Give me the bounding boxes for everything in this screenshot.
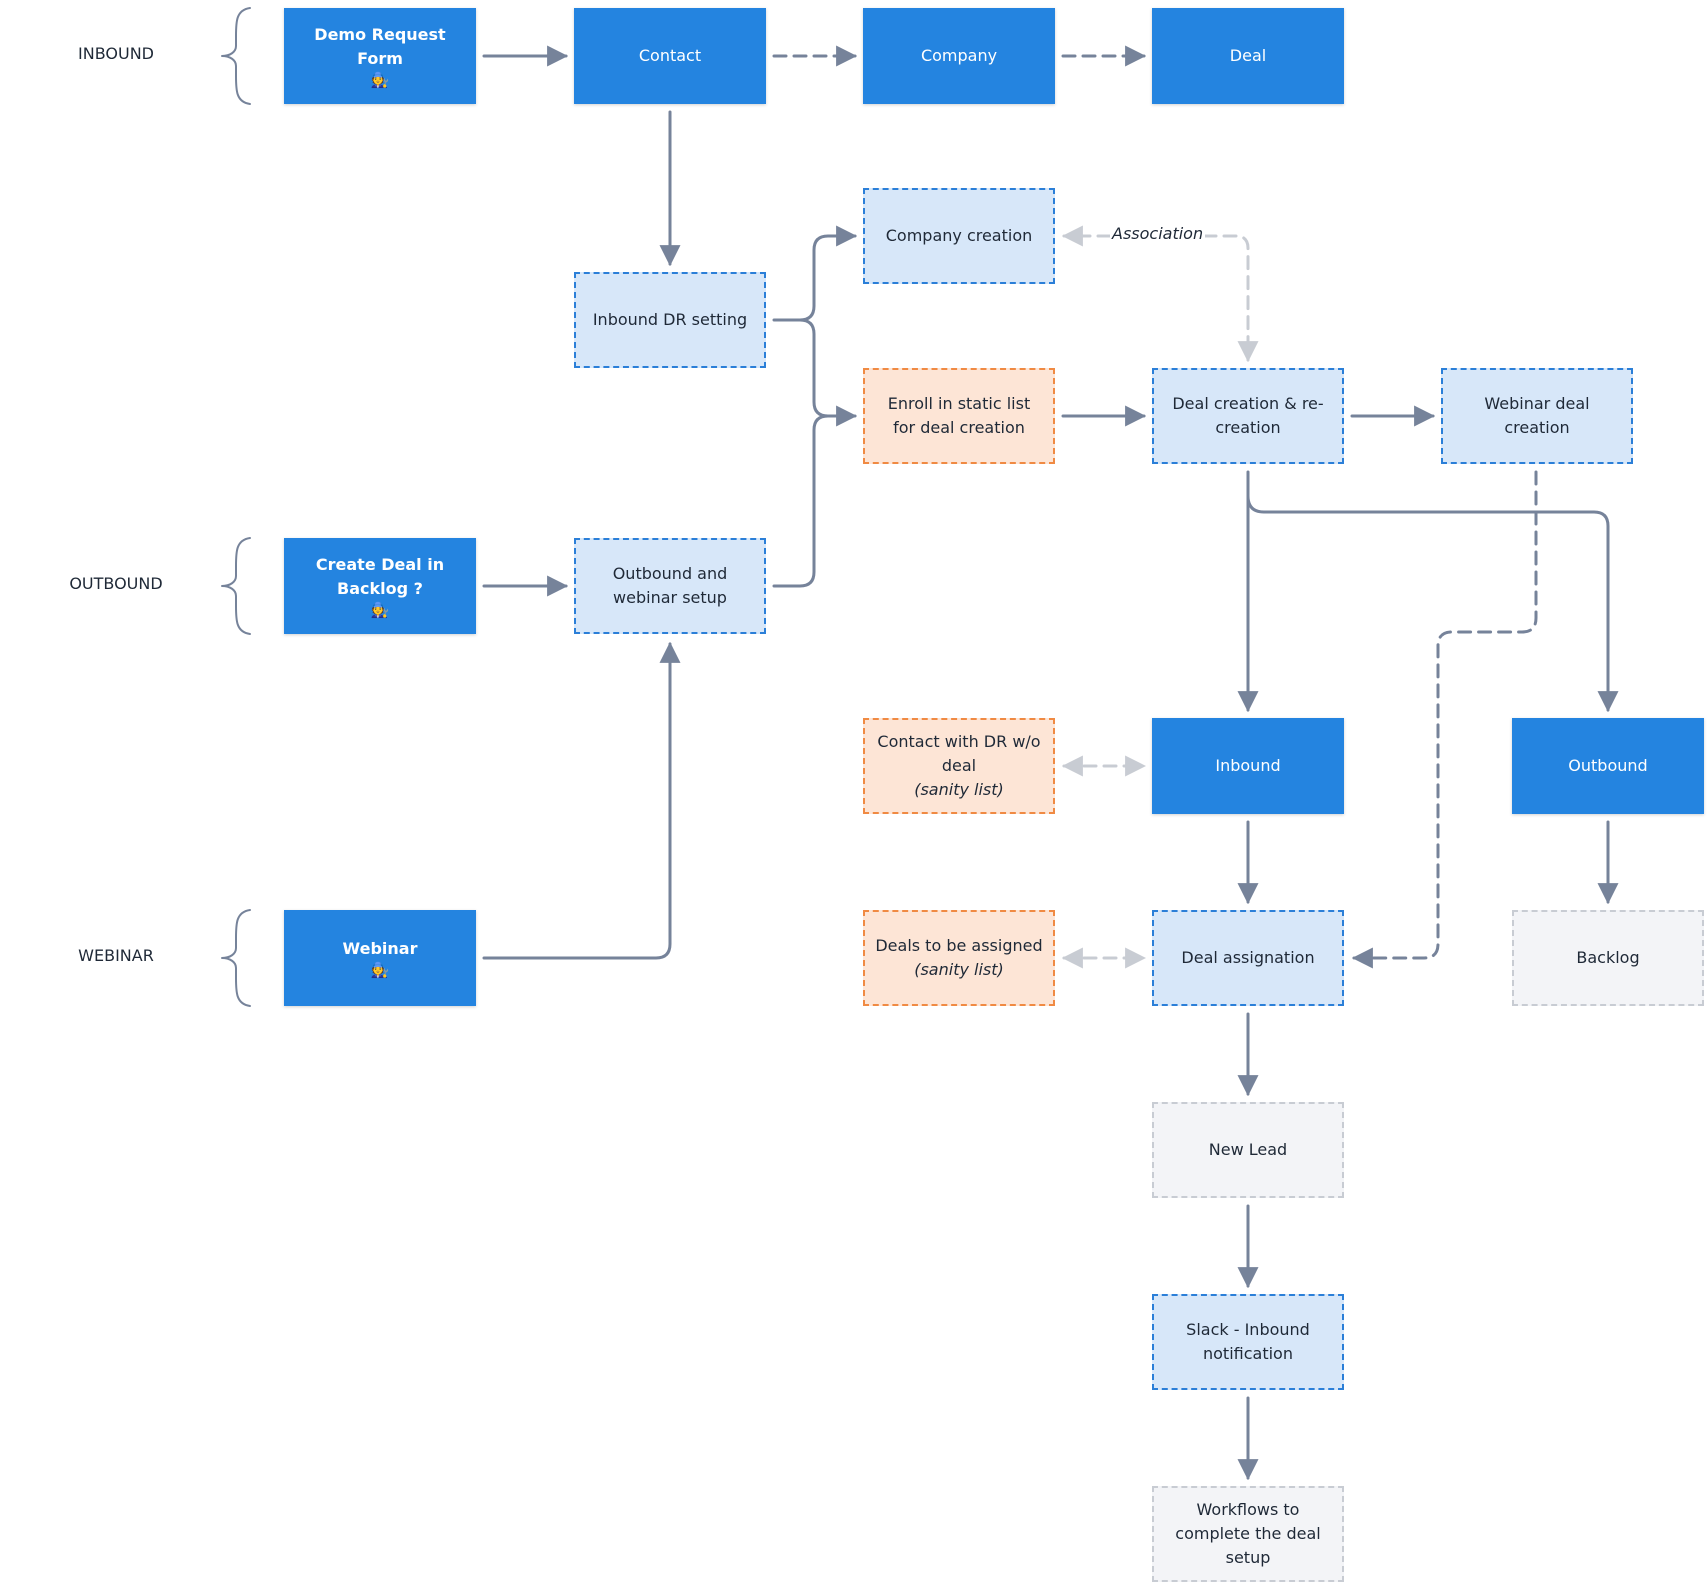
create-deal-backlog-label: Create Deal in Backlog ? xyxy=(315,555,445,598)
deal-creation-node[interactable]: Deal creation & re-creation xyxy=(1152,368,1344,464)
webinar-brace xyxy=(221,909,251,1007)
outbound-brace xyxy=(221,537,251,635)
demo-request-form-node[interactable]: Demo Request Form 🧑‍🔧 xyxy=(284,8,476,104)
edge-inbound-dr-to-enroll xyxy=(798,318,858,427)
company-creation-node[interactable]: Company creation xyxy=(863,188,1055,284)
edge-webinar-deal-to-assignation xyxy=(1351,470,1538,969)
worker-icon: 🧑‍🔧 xyxy=(370,601,390,619)
slack-notification-label: Slack - Inbound notification xyxy=(1186,1320,1310,1363)
section-label-webinar: WEBINAR xyxy=(78,946,154,965)
sanity-list-note: (sanity list) xyxy=(914,780,1004,799)
deal-creation-label: Deal creation & re-creation xyxy=(1172,394,1324,437)
outbound-webinar-setup-node[interactable]: Outbound and webinar setup xyxy=(574,538,766,634)
slack-notification-node[interactable]: Slack - Inbound notification xyxy=(1152,1294,1344,1390)
workflows-node[interactable]: Workflows to complete the deal setup xyxy=(1152,1486,1344,1582)
inbound-label: Inbound xyxy=(1215,756,1281,775)
inbound-brace xyxy=(221,7,251,105)
worker-icon: 🧑‍🔧 xyxy=(370,71,390,89)
webinar-deal-creation-node[interactable]: Webinar deal creation xyxy=(1441,368,1633,464)
webinar-node[interactable]: Webinar 🧑‍🔧 xyxy=(284,910,476,1006)
edge-outbound-setup-to-enroll xyxy=(772,414,830,588)
inbound-dr-setting-node[interactable]: Inbound DR setting xyxy=(574,272,766,368)
demo-request-form-label: Demo Request Form xyxy=(314,25,446,68)
enroll-static-list-label: Enroll in static list for deal creation xyxy=(887,394,1031,437)
deals-to-be-assigned-label: Deals to be assigned xyxy=(875,936,1043,955)
enroll-static-list-node[interactable]: Enroll in static list for deal creation xyxy=(863,368,1055,464)
backlog-node[interactable]: Backlog xyxy=(1512,910,1704,1006)
worker-icon: 🧑‍🔧 xyxy=(370,961,390,979)
section-label-outbound: OUTBOUND xyxy=(69,574,163,593)
deal-node[interactable]: Deal xyxy=(1152,8,1344,104)
create-deal-backlog-node[interactable]: Create Deal in Backlog ? 🧑‍🔧 xyxy=(284,538,476,634)
new-lead-label: New Lead xyxy=(1208,1140,1288,1159)
edge-inbound-dr-to-company-creation xyxy=(772,225,858,322)
deal-assignation-label: Deal assignation xyxy=(1181,948,1315,967)
contact-label: Contact xyxy=(638,46,702,65)
edge-deal-creation-to-outbound xyxy=(1246,494,1619,713)
deals-to-be-assigned-node[interactable]: Deals to be assigned (sanity list) xyxy=(863,910,1055,1006)
webinar-deal-creation-label: Webinar deal creation xyxy=(1484,394,1590,437)
edge-association xyxy=(1202,234,1259,363)
outbound-node[interactable]: Outbound xyxy=(1512,718,1704,814)
association-label: Association xyxy=(1110,224,1206,243)
contact-node[interactable]: Contact xyxy=(574,8,766,104)
backlog-label: Backlog xyxy=(1576,948,1640,967)
deal-assignation-node[interactable]: Deal assignation xyxy=(1152,910,1344,1006)
company-node[interactable]: Company xyxy=(863,8,1055,104)
sanity-list-note: (sanity list) xyxy=(914,960,1004,979)
inbound-node[interactable]: Inbound xyxy=(1152,718,1344,814)
webinar-label: Webinar xyxy=(342,939,418,958)
contact-dr-no-deal-node[interactable]: Contact with DR w/o deal (sanity list) xyxy=(863,718,1055,814)
edge-webinar-to-outbound-setup xyxy=(482,641,681,960)
section-label-inbound: INBOUND xyxy=(78,44,154,63)
workflows-label: Workflows to complete the deal setup xyxy=(1175,1500,1321,1567)
inbound-dr-setting-label: Inbound DR setting xyxy=(592,310,748,329)
new-lead-node[interactable]: New Lead xyxy=(1152,1102,1344,1198)
company-label: Company xyxy=(920,46,998,65)
company-creation-label: Company creation xyxy=(885,226,1033,245)
outbound-label: Outbound xyxy=(1568,756,1648,775)
deal-label: Deal xyxy=(1229,46,1267,65)
outbound-webinar-setup-label: Outbound and webinar setup xyxy=(612,564,728,607)
contact-dr-no-deal-label: Contact with DR w/o deal xyxy=(877,732,1041,775)
